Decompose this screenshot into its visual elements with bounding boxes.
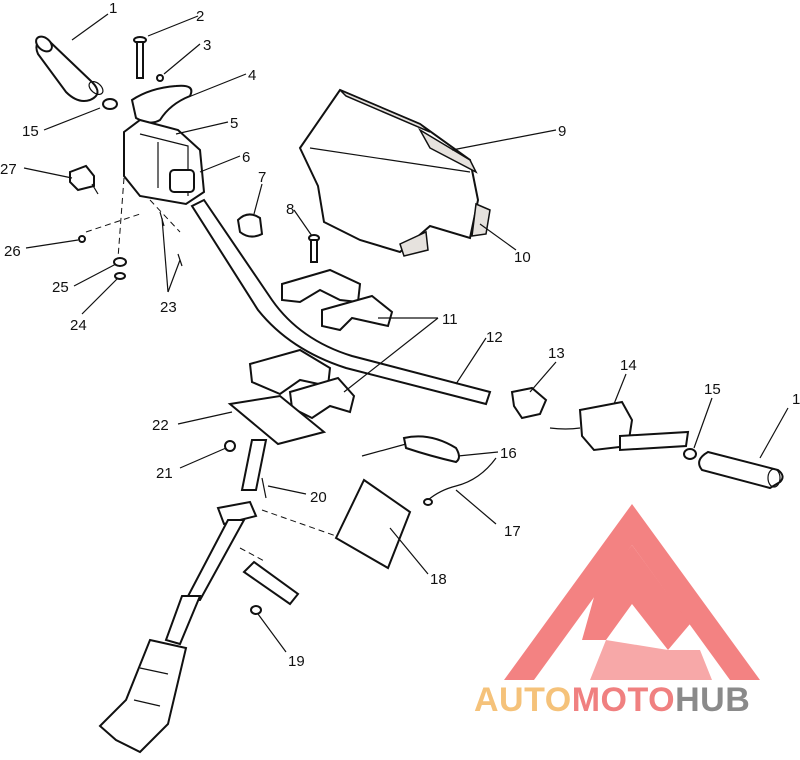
callout-10: 10: [514, 249, 531, 266]
part-grip-right: [698, 450, 784, 490]
part-throttle-housing: [123, 118, 206, 206]
part-nut-small: [156, 74, 164, 82]
watermark-text: AUTOMOTOHUB: [474, 681, 750, 719]
part-washer-left: [102, 98, 118, 110]
callout-21: 21: [156, 465, 173, 482]
logo-triangle-icon: [504, 504, 760, 680]
part-clamps-upper: [281, 268, 394, 332]
part-sleeve-19: [239, 547, 300, 615]
watermark-auto: AUTO: [474, 681, 572, 719]
part-brake-master: [549, 400, 690, 452]
callout-17: 17: [504, 523, 521, 540]
svg-text:AUTOMOTOHUB: AUTOMOTOHUB: [474, 681, 750, 719]
callout-20: 20: [310, 489, 327, 506]
part-bracket-18: [334, 478, 412, 570]
part-grip-left: [35, 35, 104, 102]
part-clip: [78, 235, 86, 243]
part-bolt-8: [308, 234, 320, 263]
callout-11: 11: [442, 311, 458, 328]
callout-15-left: 15: [22, 123, 39, 140]
callout-12: 12: [486, 329, 503, 346]
part-handlebar: [190, 198, 492, 406]
callout-19: 19: [288, 653, 305, 670]
part-steering-post: [98, 439, 268, 754]
part-washer-24: [114, 272, 126, 280]
callout-3: 3: [203, 37, 211, 54]
callout-labels: 1 2 3 4 5 6 7 8 9 10 11 12 13 14 15 15 1…: [0, 0, 721, 670]
callout-6: 6: [242, 149, 250, 166]
part-switch: [69, 164, 99, 195]
callout-5: 5: [230, 115, 238, 132]
callout-2: 2: [196, 8, 204, 25]
callout-14: 14: [620, 357, 637, 374]
watermark-logo: [504, 504, 760, 680]
callout-18: 18: [430, 571, 447, 588]
callout-16: 16: [500, 445, 517, 462]
part-bolt-top: [133, 36, 147, 79]
part-washer-right: [683, 448, 697, 460]
watermark-hub: HUB: [675, 681, 750, 719]
callout-9: 9: [558, 123, 566, 140]
part-throttle-lever: [130, 84, 193, 124]
callout-1-right: 1: [792, 391, 800, 408]
part-clamps-lower: [248, 348, 356, 420]
callout-13: 13: [548, 345, 565, 362]
part-drawings: [35, 35, 784, 754]
part-brake-bracket: [510, 386, 548, 420]
callout-24: 24: [70, 317, 87, 334]
callout-1-left: 1: [109, 0, 117, 17]
part-bolt-20: [261, 477, 267, 499]
callout-23: 23: [160, 299, 177, 316]
callout-25: 25: [52, 279, 69, 296]
part-console: [298, 88, 491, 257]
part-washer-25: [113, 257, 127, 267]
logo-inner-mark-icon: [582, 545, 690, 650]
callout-22: 22: [152, 417, 169, 434]
part-wire-17: [423, 457, 497, 506]
part-clip-7: [236, 213, 264, 238]
callout-7: 7: [258, 169, 266, 186]
leader-lines: [23, 13, 789, 653]
part-nut-21: [224, 440, 236, 452]
part-spring-16: [361, 435, 460, 464]
watermark-moto: MOTO: [572, 681, 675, 719]
part-riser-plate: [227, 394, 327, 446]
callout-26: 26: [4, 243, 21, 260]
callout-15-right: 15: [704, 381, 721, 398]
callout-27: 27: [0, 161, 17, 178]
callout-8: 8: [286, 201, 294, 218]
callout-4: 4: [248, 67, 256, 84]
